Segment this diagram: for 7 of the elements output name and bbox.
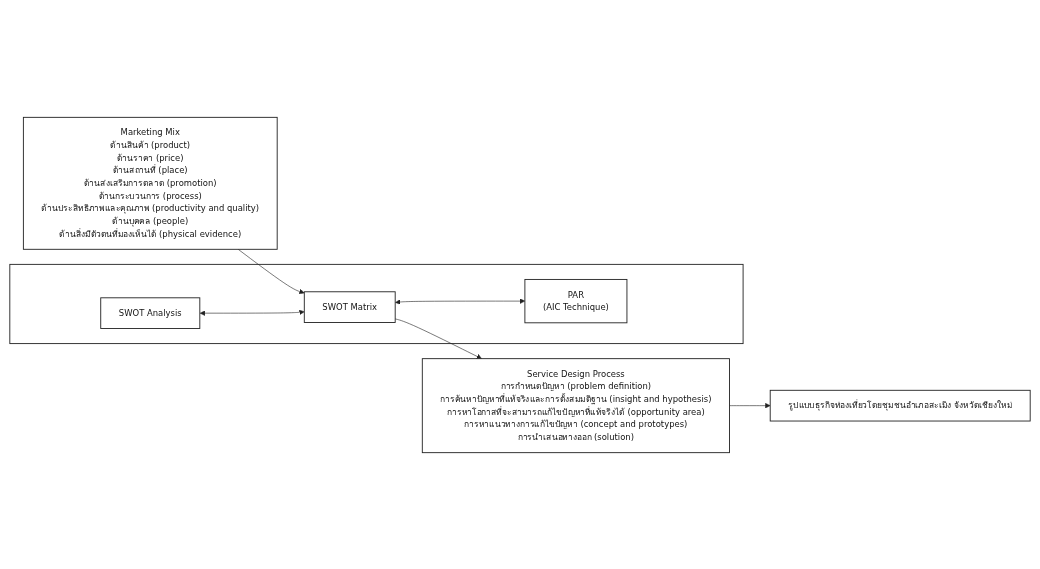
node-box: Service Design Process การกำหนดปัญหา (problem definition) การค้นหาปัญหาที่แท้จริงและการตั้งสมมติฐาน (insight and hypothesis) การหาโอกาสที่จะสามารถแก้ไขปัญหาที่แท้จริงได้ (opportunity area) การหาแนวทางการแก้ไขปัญหา (concept and prototypes) การนำเสนอทางออก (solution) — [421, 357, 730, 453]
node-box: PAR (AIC Technique) — [524, 278, 628, 323]
node-box: SWOT Analysis — [100, 296, 201, 329]
node-box: รูปแบบธุรกิจท่องเที่ยวโดยชุมชนอำเภอสะเมิง จังหวัดเชียงใหม่ — [769, 389, 1031, 421]
cluster — [9, 263, 744, 344]
node-box: Marketing Mix ด้านสินค้า (product) ด้านราคา (price) ด้านสถานที่ (place) ด้านส่งเสริมการตลาด (promotion) ด้านกระบวนการ (process) ด้านประสิทธิภาพและคุณภาพ (productivity and quality) ด้านบุคคล (people) ด้านสิ่งมีตัวตนที่มองเห็นได้ (physical evidence) — [22, 116, 278, 250]
node-box: SWOT Matrix — [303, 290, 396, 323]
